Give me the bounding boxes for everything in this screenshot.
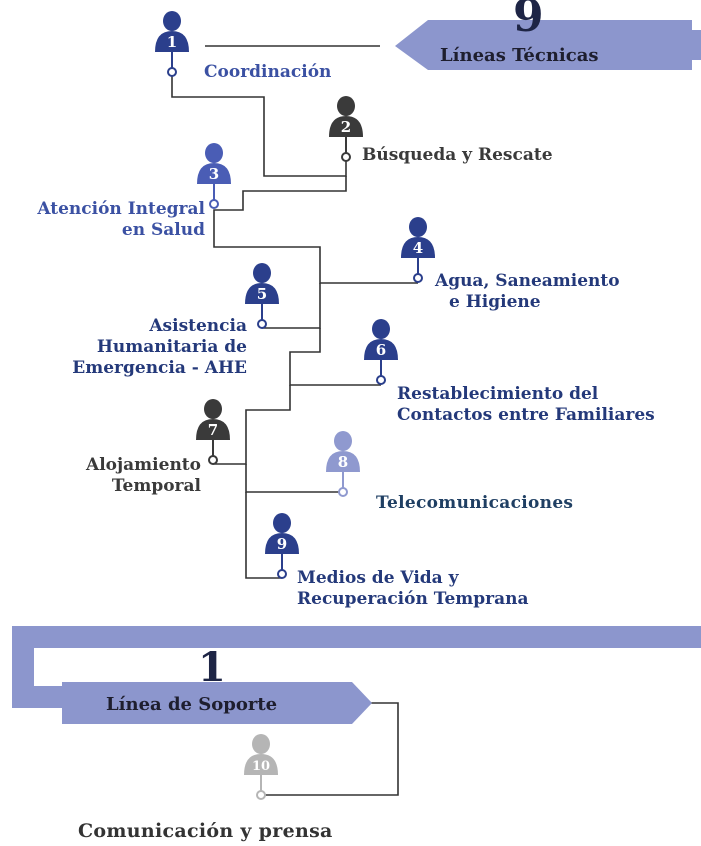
node-3-label-line-1: Atención Integral	[37, 199, 205, 219]
node-4-person-icon: 4	[401, 217, 435, 283]
support-line-count: 1	[198, 644, 226, 691]
connector-lines	[171, 45, 418, 796]
node-5-number: 5	[257, 285, 267, 303]
node-6-label-line-2: Contactos entre Familiares	[397, 405, 655, 425]
node-2-person-icon: 2	[329, 96, 363, 162]
node-10-person-icon: 10	[244, 734, 278, 800]
node-2-number: 2	[341, 118, 351, 136]
node-9-label: Medios de Vida y Recuperación Temprana	[297, 568, 529, 610]
node-8-label: Telecomunicaciones	[376, 493, 574, 513]
node-5-person-icon: 5	[245, 263, 279, 329]
node-4-label: Agua, Saneamiento e Higiene	[435, 271, 620, 313]
node-6-person-icon: 6	[364, 319, 398, 385]
support-line-title: Línea de Soporte	[106, 694, 278, 715]
node-7-label: Alojamiento Temporal	[86, 455, 201, 497]
node-5-label-line-2: Humanitaria de	[96, 337, 247, 357]
node-9-number: 9	[277, 535, 287, 553]
technical-lines-banner	[395, 20, 701, 70]
node-9-person-icon: 9	[265, 513, 299, 579]
node-5-label: Asistencia Humanitaria de Emergencia - A…	[72, 316, 247, 379]
node-7-person-icon: 7	[196, 399, 230, 465]
node-4-number: 4	[413, 239, 423, 257]
node-2-label: Búsqueda y Rescate	[362, 145, 553, 165]
node-3-label-line-2: en Salud	[121, 220, 205, 240]
technical-lines-title: Líneas Técnicas	[440, 45, 599, 66]
node-10-number: 10	[252, 759, 270, 774]
node-4-label-line-1: Agua, Saneamiento	[435, 271, 620, 291]
support-bracket-shape	[12, 626, 701, 708]
node-8-person-icon: 8	[326, 431, 360, 497]
node-10-label: Comunicación y prensa	[78, 820, 333, 842]
node-9-label-line-1: Medios de Vida y	[297, 568, 459, 588]
node-7-label-line-1: Alojamiento	[86, 455, 201, 475]
node-3-number: 3	[209, 165, 219, 183]
node-1-person-icon: 1	[155, 11, 189, 77]
node-5-label-line-3: Emergencia - AHE	[72, 358, 247, 378]
node-1-label: Coordinación	[204, 62, 332, 82]
node-7-number: 7	[208, 421, 218, 439]
support-line-banner	[62, 682, 372, 724]
node-6-label-line-1: Restablecimiento del	[397, 384, 599, 404]
node-1-number: 1	[167, 33, 177, 51]
node-9-label-line-2: Recuperación Temprana	[297, 589, 529, 609]
node-4-label-line-2: e Higiene	[449, 292, 541, 312]
node-5-label-line-1: Asistencia	[149, 316, 247, 336]
node-8-number: 8	[338, 453, 348, 471]
node-6-label: Restablecimiento del Contactos entre Fam…	[397, 384, 655, 426]
node-6-number: 6	[376, 341, 386, 359]
node-7-label-line-2: Temporal	[111, 476, 201, 496]
node-3-label: Atención Integral en Salud	[37, 199, 205, 241]
node-3-person-icon: 3	[197, 143, 231, 209]
technical-lines-count: 9	[513, 0, 544, 42]
